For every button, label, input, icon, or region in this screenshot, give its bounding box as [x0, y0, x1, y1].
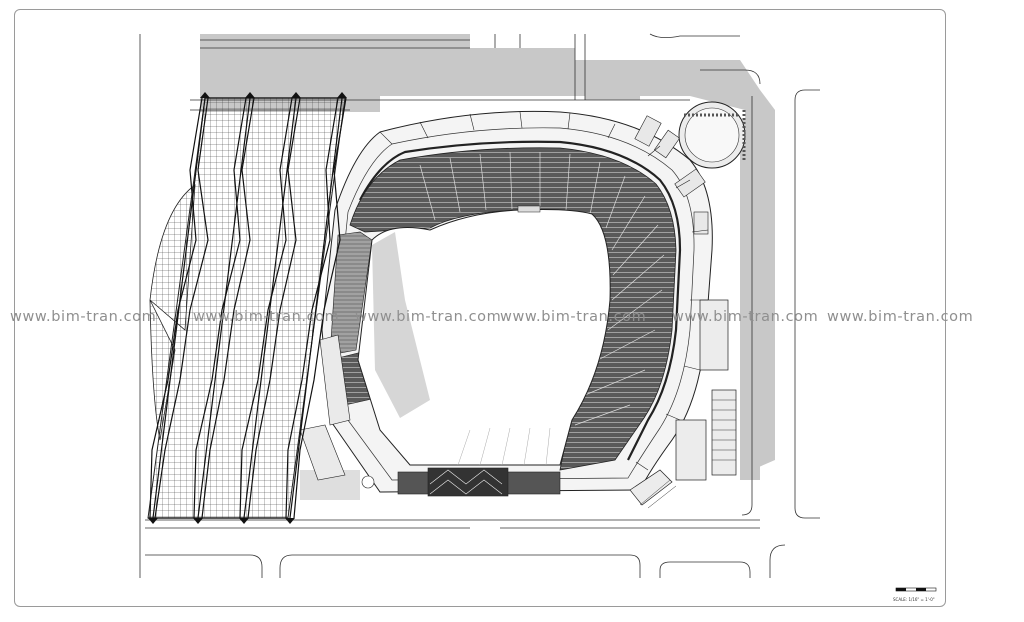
watermark-text: www.bim-tran.com	[355, 309, 502, 325]
watermark-text: www.bim-tran.com	[500, 309, 647, 325]
trusses	[149, 97, 347, 519]
watermark-text: www.bim-tran.com	[193, 309, 340, 325]
rotunda	[678, 101, 746, 169]
playing-field	[372, 232, 551, 466]
watermark-text: www.bim-tran.com	[672, 309, 819, 325]
truss-ends	[148, 92, 347, 524]
scale-bar	[895, 587, 937, 592]
scale-bar-label: SCALE: 1/16" = 1'-0"	[893, 597, 935, 602]
watermark-text: www.bim-tran.com	[10, 309, 157, 325]
watermark-text: www.bim-tran.com	[827, 309, 974, 325]
